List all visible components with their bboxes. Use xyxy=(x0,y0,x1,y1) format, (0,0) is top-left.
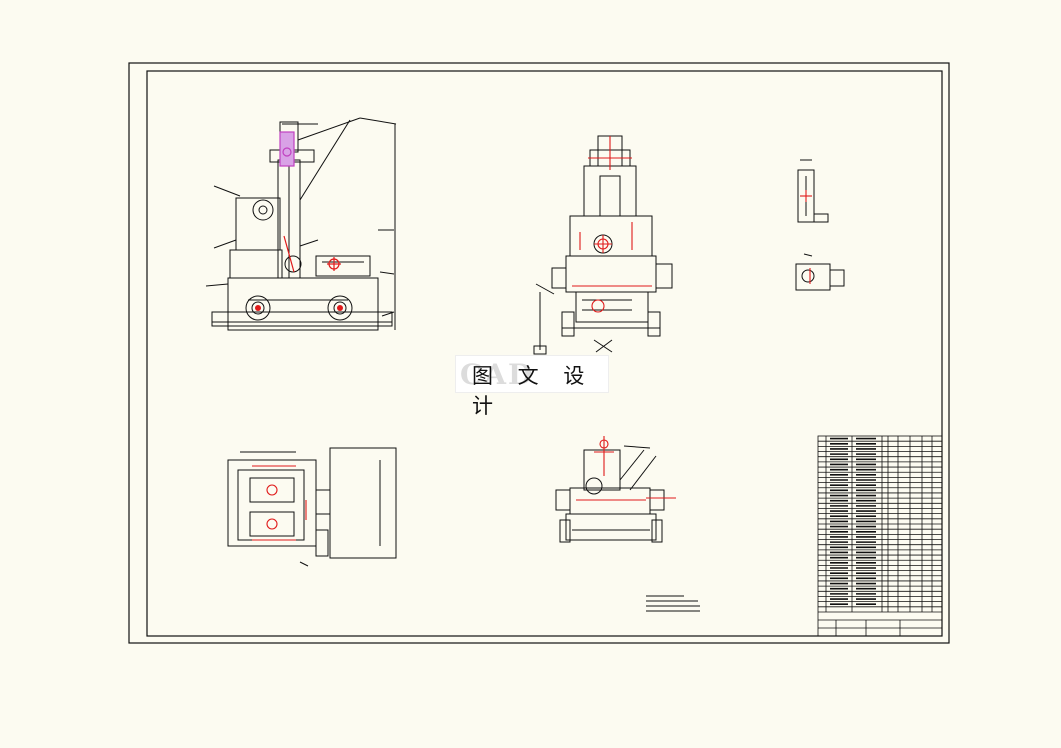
parts-list-rows xyxy=(818,437,942,608)
side-elevation-view xyxy=(205,117,397,331)
outer-frame xyxy=(128,62,950,644)
technical-notes xyxy=(646,595,700,612)
watermark-text: 图 文 设 计 xyxy=(472,364,594,418)
plan-view xyxy=(227,447,397,567)
watermark-ghost-text: CAD xyxy=(460,358,535,391)
front-elevation-view xyxy=(533,135,673,355)
parts-list-table xyxy=(817,435,943,637)
inner-frame xyxy=(146,70,943,637)
section-view xyxy=(555,445,665,543)
watermark-label: CAD 图 文 设 计 xyxy=(455,355,609,418)
side-elevation-highlights xyxy=(255,131,343,311)
bracket-detail-view xyxy=(795,159,845,291)
front-elevation-highlights xyxy=(572,136,652,313)
plan-view-highlights xyxy=(252,465,307,541)
bracket-detail-highlights xyxy=(800,190,812,284)
section-view-highlights xyxy=(576,436,676,501)
